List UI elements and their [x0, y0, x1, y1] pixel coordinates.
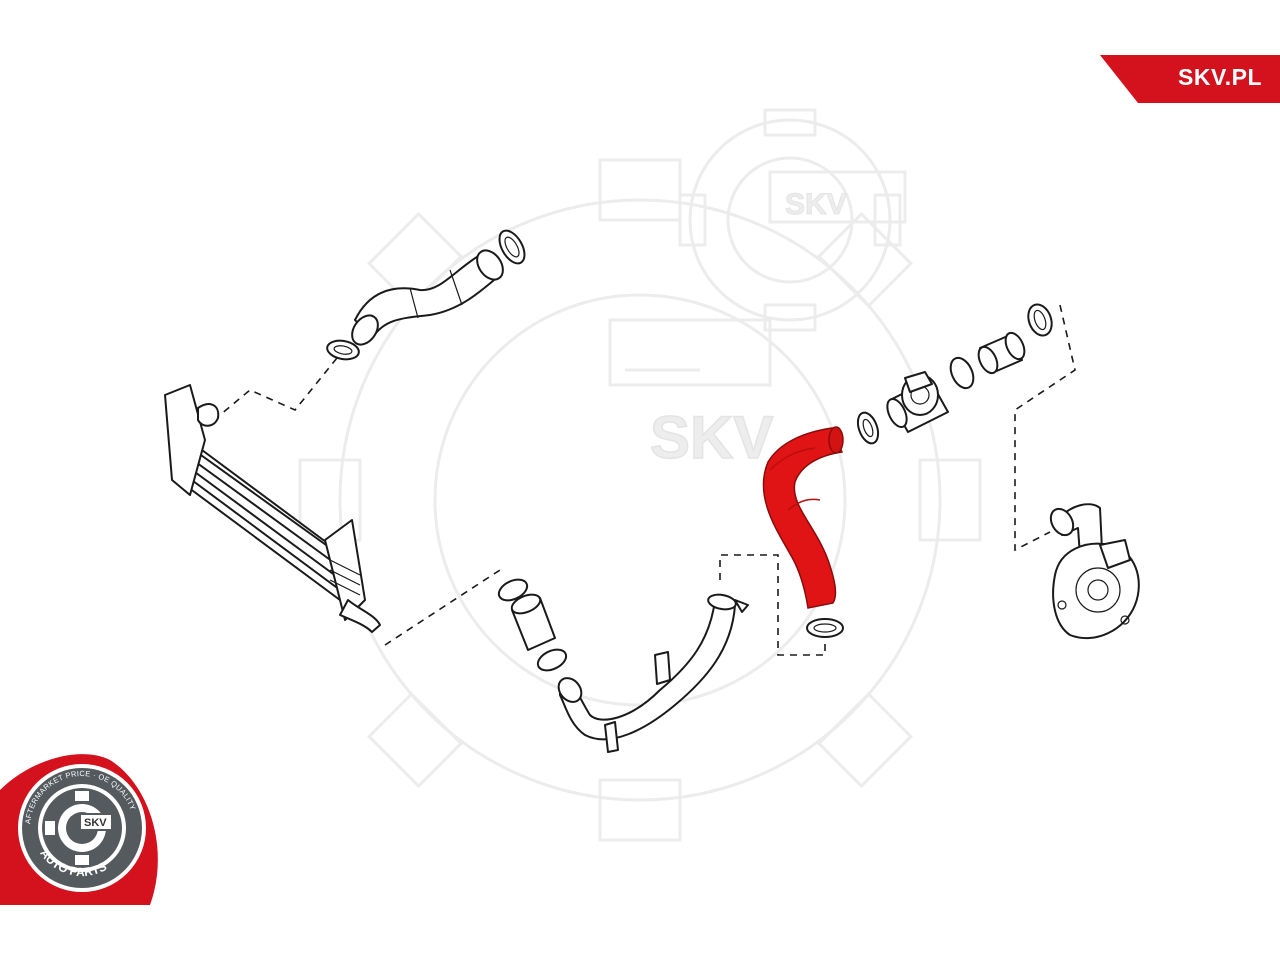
clamp-upper-left — [326, 339, 360, 361]
clamp-hose-bottom — [806, 618, 844, 638]
auto-parts-seal: SKV AFTERMARKET PRICE · OE QUALITY AUTO … — [0, 754, 158, 905]
brand-site-label: SKV.PL — [1178, 64, 1262, 90]
brand-tag[interactable]: SKV.PL — [1100, 55, 1280, 103]
watermark-gear-large — [298, 158, 982, 842]
clamp-sleeve-top — [497, 578, 529, 602]
small-sleeve — [510, 593, 556, 651]
watermark-gear-small — [678, 108, 907, 332]
intercooler — [164, 384, 381, 633]
clamp-hose-top — [856, 411, 880, 445]
highlighted-hose — [762, 426, 844, 609]
turbocharger — [1049, 503, 1140, 640]
throttle-body — [886, 371, 949, 433]
upper-charge-hose — [351, 249, 504, 346]
dashed-connectors — [219, 304, 1076, 656]
clamp-coupler-right — [1027, 303, 1053, 337]
clamp-throttle-right — [949, 356, 975, 390]
clamp-upper-right — [498, 229, 526, 265]
charge-pipe — [557, 593, 749, 753]
watermark-small-text: SKV — [785, 188, 847, 221]
seal-center-text: SKV — [84, 817, 107, 829]
coupler-sleeve — [977, 331, 1026, 375]
clamp-sleeve-bottom — [536, 648, 568, 672]
watermark-large-text: SKV — [650, 404, 773, 471]
